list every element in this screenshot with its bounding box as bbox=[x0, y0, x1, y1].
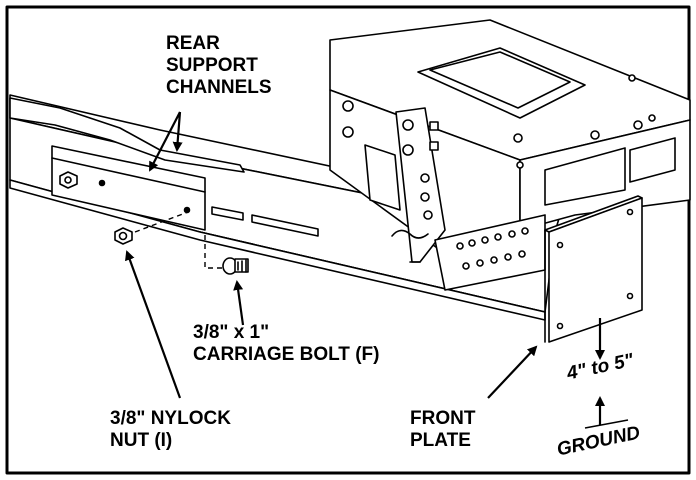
plate-arrow bbox=[487, 345, 538, 399]
base-bracket bbox=[434, 214, 546, 291]
front-plate-label: FRONT PLATE bbox=[410, 408, 476, 451]
channels-arrow-right bbox=[172, 111, 183, 152]
nylock-nut bbox=[114, 227, 133, 245]
channels-arrow-left bbox=[149, 111, 181, 172]
alignment-lines bbox=[134, 211, 224, 269]
deck-housing bbox=[329, 19, 691, 263]
nut-arrow bbox=[125, 250, 182, 399]
front-plate bbox=[544, 195, 643, 343]
bolt-arrow bbox=[233, 280, 245, 326]
carriage-bolt bbox=[222, 257, 249, 275]
frame-border bbox=[5, 5, 691, 475]
rear-support-channels-label: REAR SUPPORT CHANNELS bbox=[166, 33, 272, 98]
rear-support-channels bbox=[9, 97, 245, 231]
ground-line bbox=[584, 419, 629, 429]
carriage-bolt-label: 3/8" x 1" CARRIAGE BOLT (F) bbox=[193, 322, 380, 365]
nylock-nut-label: 3/8" NYLOCK NUT (I) bbox=[110, 408, 231, 451]
